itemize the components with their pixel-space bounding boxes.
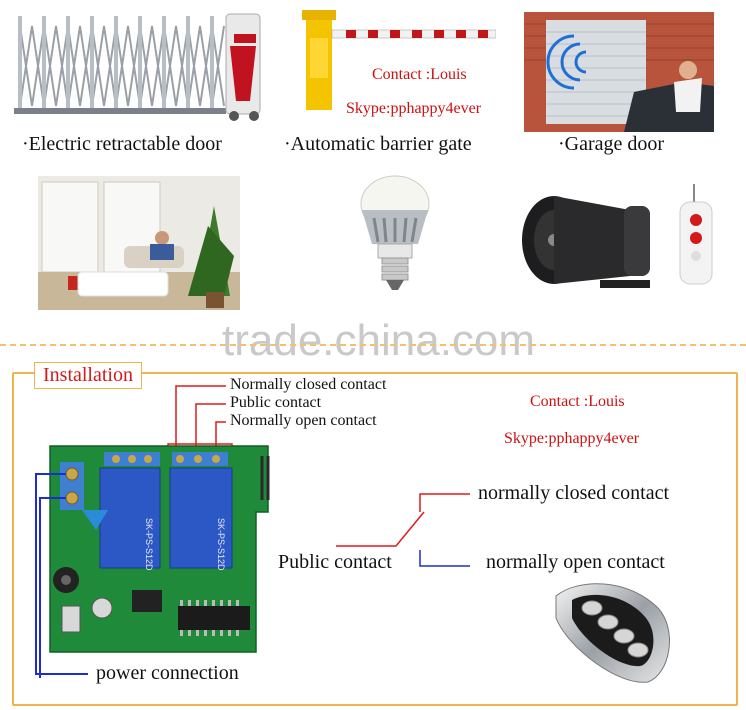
svg-text:SK-PS-S12D: SK-PS-S12D	[144, 518, 154, 571]
section-divider	[0, 344, 746, 346]
watermark-text: trade.china.com	[222, 316, 536, 365]
key-fob-remote-photo	[548, 578, 678, 686]
led-bulb-photo	[350, 174, 440, 296]
svg-text:SK-PS-S12D: SK-PS-S12D	[216, 518, 226, 571]
label-public-top: Public contact	[230, 394, 322, 411]
caption-retractable-door: ·Electric retractable door	[22, 133, 222, 155]
label-normally-closed-diagram: normally closed contact	[478, 482, 670, 504]
install-contact-skype: Skype:pphappy4ever	[504, 430, 640, 447]
garage-door-photo	[524, 12, 714, 132]
label-normally-open-diagram: normally open contact	[486, 551, 665, 573]
top-contact-skype: Skype:pphappy4ever	[346, 100, 482, 117]
installation-title: Installation	[34, 362, 142, 389]
installation-frame	[12, 372, 738, 706]
caption-barrier-gate: ·Automatic barrier gate	[284, 133, 472, 155]
retractable-door-photo	[14, 6, 264, 124]
living-room-photo	[38, 176, 240, 310]
barrier-gate-photo	[296, 8, 496, 112]
small-remote-photo	[676, 184, 716, 288]
caption-garage-door: ·Garage door	[558, 133, 665, 155]
install-contact-name: Contact :Louis	[530, 393, 625, 410]
top-contact-name: Contact :Louis	[372, 66, 467, 83]
label-normally-open-top: Normally open contact	[230, 412, 377, 429]
pcb-board: SK-PS-S12D SK-PS-S12D	[49, 445, 270, 653]
label-power-connection: power connection	[96, 662, 239, 684]
label-normally-closed-top: Normally closed contact	[230, 376, 387, 393]
label-public-diagram: Public contact	[278, 551, 392, 573]
siren-photo	[520, 184, 656, 296]
